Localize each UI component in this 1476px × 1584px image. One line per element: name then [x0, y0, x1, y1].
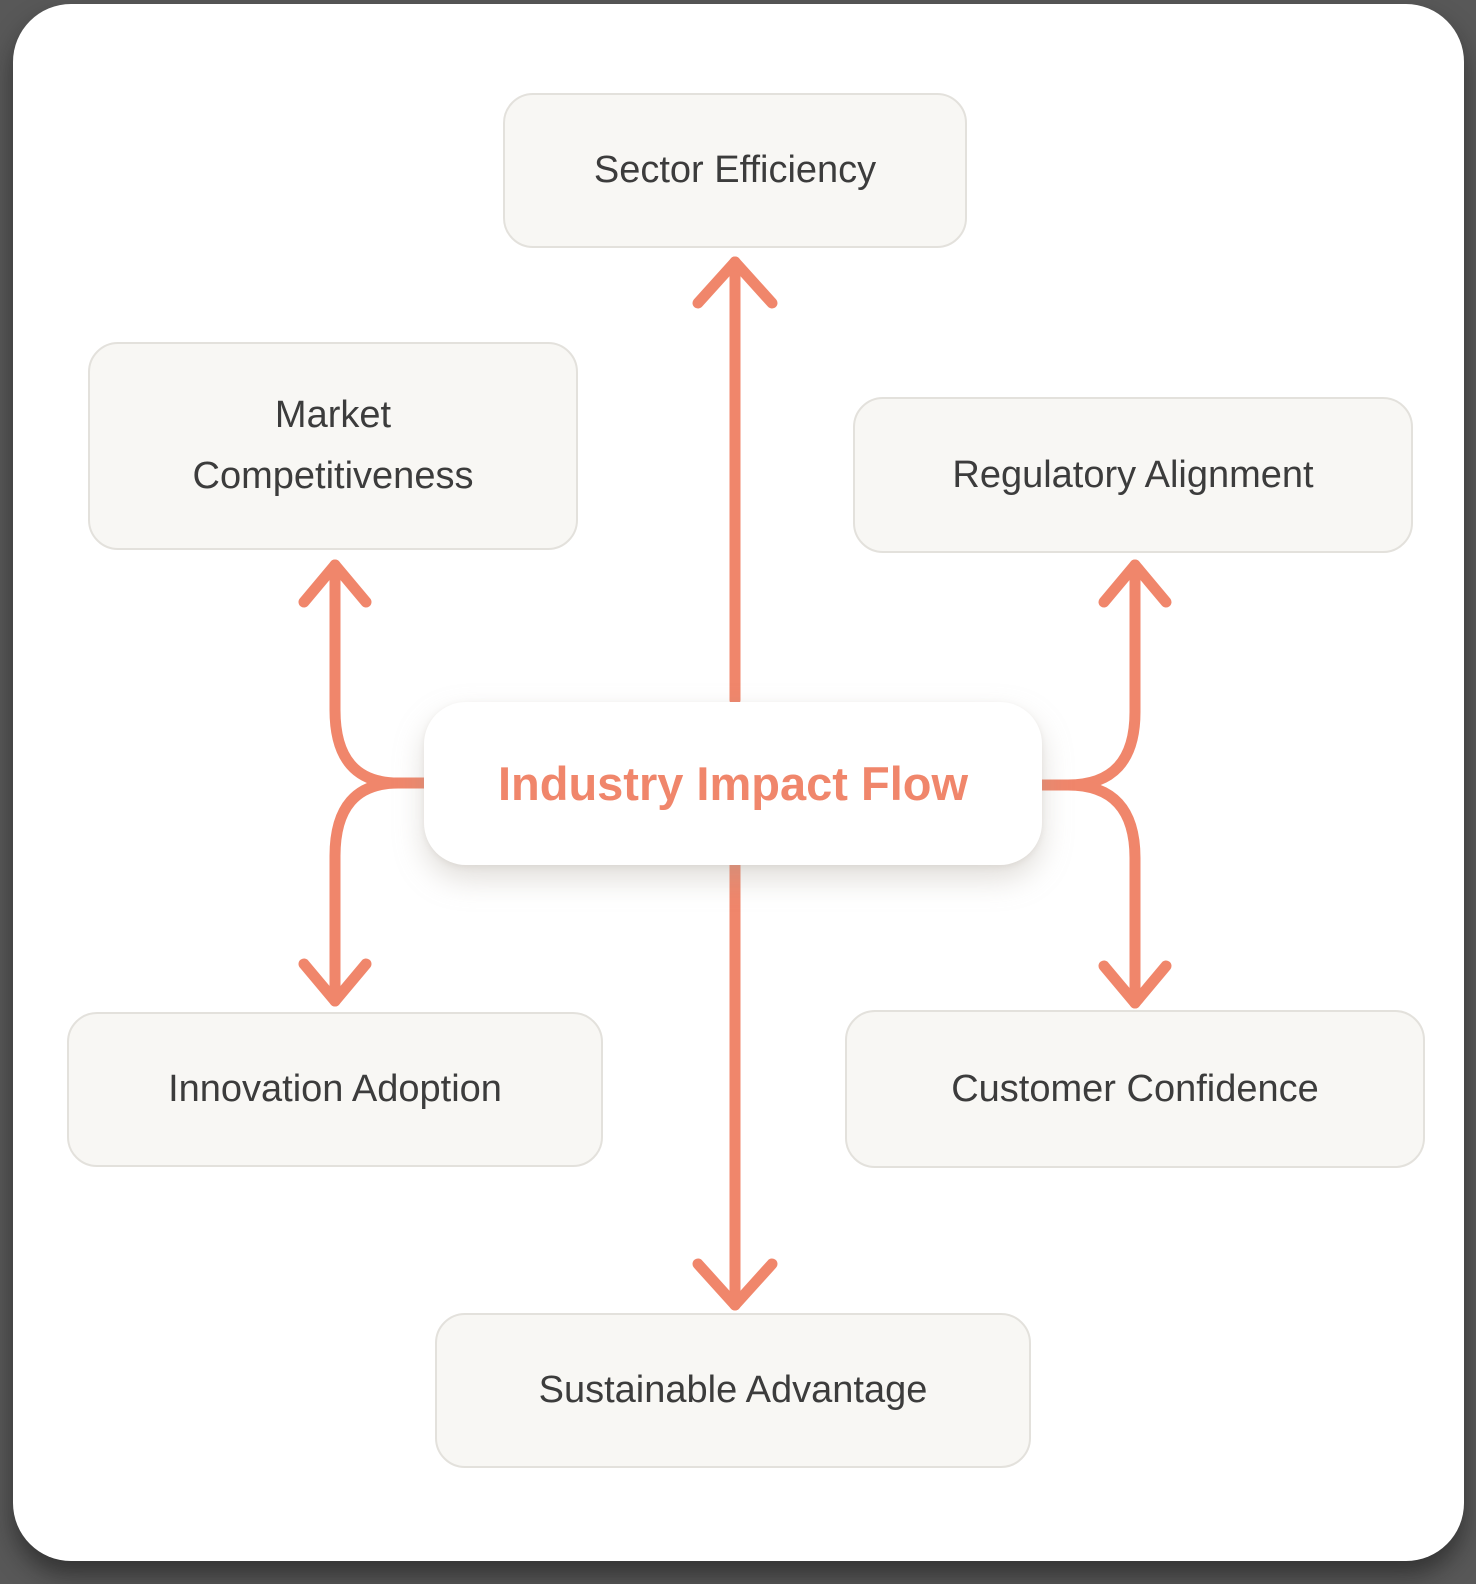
node-sustainable-advantage: Sustainable Advantage [435, 1313, 1031, 1468]
arrow-to-innovation-adoption [298, 777, 404, 1007]
node-center-industry-impact-flow: Industry Impact Flow [424, 702, 1042, 865]
arrow-to-sector-efficiency [692, 256, 778, 706]
node-customer-confidence-label: Customer Confidence [951, 1067, 1319, 1110]
arrow-to-market-competitiveness [298, 559, 404, 789]
node-market-competitiveness-label: Market Competitiveness [192, 394, 474, 497]
node-center-label: Industry Impact Flow [497, 757, 969, 810]
arrow-to-customer-confidence [1062, 779, 1172, 1009]
node-sector-efficiency-label: Sector Efficiency [593, 149, 877, 192]
node-sector-efficiency: Sector Efficiency [503, 93, 967, 248]
arrow-to-sustainable-advantage [692, 859, 778, 1311]
arrow-to-regulatory-alignment [1062, 559, 1172, 791]
node-innovation-adoption-label: Innovation Adoption [168, 1068, 502, 1111]
node-customer-confidence: Customer Confidence [845, 1010, 1425, 1168]
node-innovation-adoption: Innovation Adoption [67, 1012, 603, 1167]
node-regulatory-alignment: Regulatory Alignment [853, 397, 1413, 553]
node-sustainable-advantage-label: Sustainable Advantage [538, 1369, 928, 1412]
node-market-competitiveness: Market Competitiveness [88, 342, 578, 550]
diagram-card: Sector Efficiency Market Competitiveness… [13, 4, 1464, 1561]
node-regulatory-alignment-label: Regulatory Alignment [952, 453, 1314, 496]
